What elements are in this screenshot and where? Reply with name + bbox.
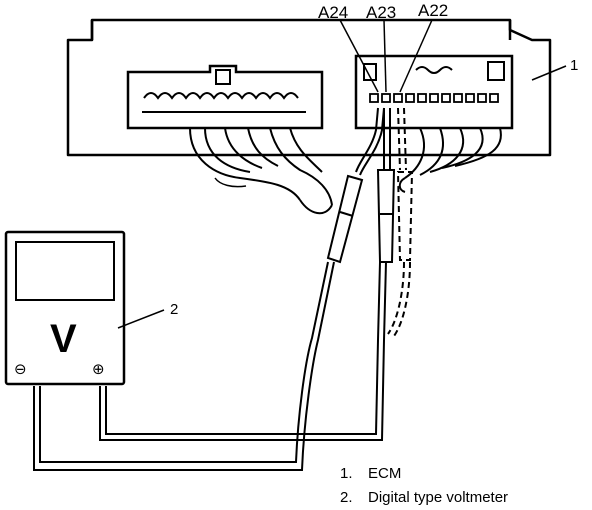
pin-label-a24: A24 bbox=[318, 3, 348, 22]
ecm-right-connector bbox=[354, 54, 514, 130]
dashed-probe-a22 bbox=[387, 107, 414, 337]
probe-wires bbox=[33, 107, 396, 471]
legend-item2-number: 2. bbox=[340, 489, 353, 506]
legend-item2-text: Digital type voltmeter bbox=[368, 489, 508, 506]
legend: 1. ECM 2. Digital type voltmeter bbox=[340, 465, 508, 506]
negative-terminal-icon: ⊖ bbox=[14, 360, 27, 378]
ecm-left-connector bbox=[126, 64, 324, 130]
right-wire-harness bbox=[398, 127, 502, 193]
pin-leaders bbox=[339, 19, 433, 93]
callout-voltmeter-number: 2 bbox=[170, 301, 178, 318]
callout-leaders bbox=[117, 65, 567, 329]
voltmeter-v-symbol: V bbox=[50, 317, 77, 361]
callout-ecm-number: 1 bbox=[570, 57, 578, 74]
pin-label-a22: A22 bbox=[418, 1, 448, 20]
legend-item1-text: ECM bbox=[368, 465, 401, 482]
digital-voltmeter bbox=[4, 230, 126, 386]
positive-terminal-icon: ⊕ bbox=[92, 360, 105, 378]
left-wire-harness bbox=[189, 127, 333, 215]
legend-item1-number: 1. bbox=[340, 465, 353, 482]
pin-label-a23: A23 bbox=[366, 3, 396, 22]
